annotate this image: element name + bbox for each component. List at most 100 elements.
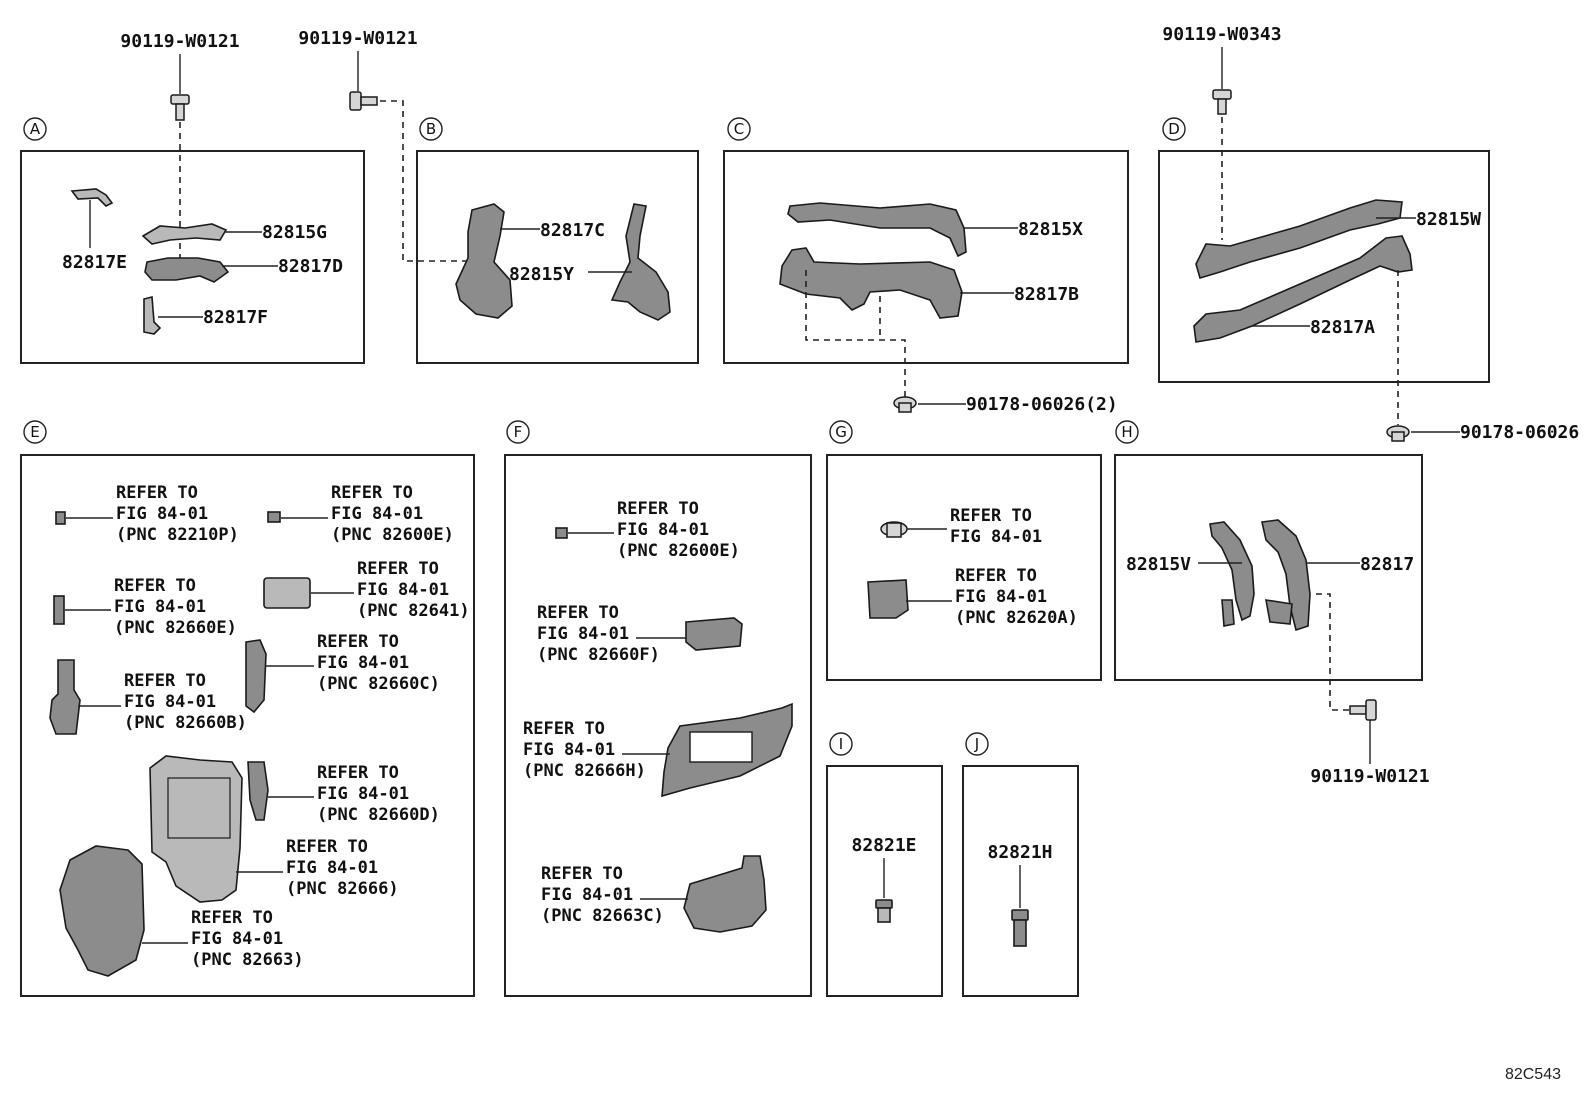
ref-82641[interactable]: REFER TO FIG 84-01 (PNC 82641) <box>263 559 470 621</box>
ref-82620a[interactable]: REFER TO FIG 84-01 (PNC 82620A) <box>867 566 1078 628</box>
diagram-code: 82C543 <box>1505 1066 1561 1083</box>
part-82817e[interactable]: 82817E <box>62 188 127 273</box>
fastener-a[interactable]: 90119-W0121 <box>120 31 240 264</box>
fastener-d-label: 90119-W0343 <box>1162 24 1281 45</box>
part-82817b[interactable]: 82817B <box>779 247 1079 319</box>
section-h-letter: H <box>1121 423 1132 441</box>
part-82821h-label: 82821H <box>987 842 1052 863</box>
section-f-letter: F <box>514 423 523 441</box>
ref-82660f[interactable]: REFER TO FIG 84-01 (PNC 82660F) <box>537 603 743 665</box>
ref-82666[interactable]: REFER TO FIG 84-01 (PNC 82666) <box>149 755 399 903</box>
ref-line-2: FIG 84-01 <box>317 653 409 673</box>
part-82815w[interactable]: 82815W <box>1195 199 1481 279</box>
ref-line-3: (PNC 82660E) <box>114 618 237 638</box>
part-82815g-label: 82815G <box>262 222 327 243</box>
part-82817c-label: 82817C <box>540 220 605 241</box>
ref-line-3: (PNC 82600E) <box>331 525 454 545</box>
section-b-frame <box>416 150 699 364</box>
fastener-d2[interactable]: 90178-06026 <box>1386 422 1579 443</box>
ref-line-3: (PNC 82641) <box>357 601 470 621</box>
part-82815w-label: 82815W <box>1416 209 1481 230</box>
part-82821h[interactable]: 82821H <box>987 842 1053 947</box>
ref-line-1: REFER TO <box>331 483 413 503</box>
part-82815y-label: 82815Y <box>509 264 574 285</box>
section-e-refs: REFER TO FIG 84-01 (PNC 82210P) REFER TO… <box>49 483 470 977</box>
section-j-parts: 82821H <box>987 842 1053 947</box>
section-c-frame <box>723 150 1129 364</box>
box-bracket-icon <box>59 845 145 977</box>
ref-line-1: REFER TO <box>617 499 699 519</box>
ref-82660c[interactable]: REFER TO FIG 84-01 (PNC 82660C) <box>245 632 440 714</box>
section-e-letter: E <box>30 423 39 441</box>
part-82817a[interactable]: 82817A <box>1193 235 1413 343</box>
ref-line-1: REFER TO <box>317 632 399 652</box>
part-82817f-label: 82817F <box>203 307 268 328</box>
ref-82663c[interactable]: REFER TO FIG 84-01 (PNC 82663C) <box>541 855 767 933</box>
part-82815v-label: 82815V <box>1126 554 1191 575</box>
ref-82663[interactable]: REFER TO FIG 84-01 (PNC 82663) <box>59 845 304 977</box>
fastener-h-label: 90119-W0121 <box>1310 766 1429 787</box>
ref-line-3: (PNC 82660F) <box>537 645 660 665</box>
bolt-icon <box>349 91 378 111</box>
ref-82660e[interactable]: REFER TO FIG 84-01 (PNC 82660E) <box>53 576 237 638</box>
section-f-refs: REFER TO FIG 84-01 (PNC 82600E) REFER TO… <box>523 499 793 933</box>
ref-line-3: (PNC 82620A) <box>955 608 1078 628</box>
section-i-frame <box>826 765 943 997</box>
part-82817c[interactable]: 82817C <box>455 203 605 319</box>
bracket-icon <box>245 639 267 714</box>
part-82817d[interactable]: 82817D <box>144 256 343 283</box>
fastener-b[interactable]: 90119-W0121 <box>298 28 466 262</box>
part-82817-label: 82817 <box>1360 554 1414 575</box>
section-a-badge: A <box>23 117 47 141</box>
fastener-h[interactable]: 90119-W0121 <box>1310 699 1430 787</box>
fastener-c-label: 90178-06026(2) <box>966 394 1118 415</box>
section-d-frame <box>1158 150 1490 383</box>
ref-line-3: (PNC 82663C) <box>541 906 664 926</box>
section-c-parts: 82815X 82817B 90178-06026(2) <box>779 202 1118 415</box>
section-b-letter: B <box>426 120 436 138</box>
ref-line-1: REFER TO <box>541 864 623 884</box>
ref-g-1[interactable]: REFER TO FIG 84-01 <box>880 506 1042 547</box>
ref-line-1: REFER TO <box>955 566 1037 586</box>
part-82821e[interactable]: 82821E <box>851 835 917 923</box>
ref-line-3: (PNC 82666) <box>286 879 399 899</box>
ref-82666h[interactable]: REFER TO FIG 84-01 (PNC 82666H) <box>523 702 793 798</box>
relay-icon <box>53 595 65 625</box>
bolt-icon <box>1212 89 1232 115</box>
ref-line-1: REFER TO <box>286 837 368 857</box>
section-j-frame <box>962 765 1079 997</box>
relay-block-icon <box>685 617 743 651</box>
fastener-d[interactable]: 90119-W0343 <box>1162 24 1282 240</box>
box-bracket-icon <box>683 855 767 933</box>
fastener-c[interactable]: 90178-06026(2) <box>893 394 1118 415</box>
ref-line-2: FIG 84-01 <box>617 520 709 540</box>
part-82817e-label: 82817E <box>62 252 127 273</box>
section-frames <box>20 150 1490 997</box>
ref-82660b[interactable]: REFER TO FIG 84-01 (PNC 82660B) <box>49 659 247 735</box>
ref-line-1: REFER TO <box>114 576 196 596</box>
junction-block-icon <box>149 755 243 903</box>
part-82817f[interactable]: 82817F <box>143 295 268 335</box>
ref-82660d[interactable]: REFER TO FIG 84-01 (PNC 82660D) <box>247 761 440 825</box>
ref-line-2: FIG 84-01 <box>955 587 1047 607</box>
ref-82210p[interactable]: REFER TO FIG 84-01 (PNC 82210P) <box>55 483 239 545</box>
bolt-icon <box>170 94 190 121</box>
ref-line-1: REFER TO <box>950 506 1032 526</box>
relay-icon <box>247 761 269 821</box>
fastener-b-label: 90119-W0121 <box>298 28 417 49</box>
ref-f-82600e[interactable]: REFER TO FIG 84-01 (PNC 82600E) <box>555 499 740 561</box>
ref-line-2: FIG 84-01 <box>286 858 378 878</box>
part-82815g[interactable]: 82815G <box>141 222 327 245</box>
section-h-parts: 82815V 82817 90119-W0121 <box>1126 519 1430 787</box>
part-82815v[interactable]: 82815V <box>1126 521 1255 627</box>
ref-line-1: REFER TO <box>357 559 439 579</box>
part-82815y[interactable]: 82815Y <box>509 203 671 321</box>
section-d-parts: 82815W 82817A 90178-06026 <box>1193 199 1579 443</box>
section-g-badge: G <box>829 420 853 444</box>
part-82815x[interactable]: 82815X <box>787 202 1083 258</box>
ref-line-2: FIG 84-01 <box>523 740 615 760</box>
ref-82600e[interactable]: REFER TO FIG 84-01 (PNC 82600E) <box>267 483 454 545</box>
ref-line-3: (PNC 82210P) <box>116 525 239 545</box>
part-82817[interactable]: 82817 <box>1261 519 1414 632</box>
